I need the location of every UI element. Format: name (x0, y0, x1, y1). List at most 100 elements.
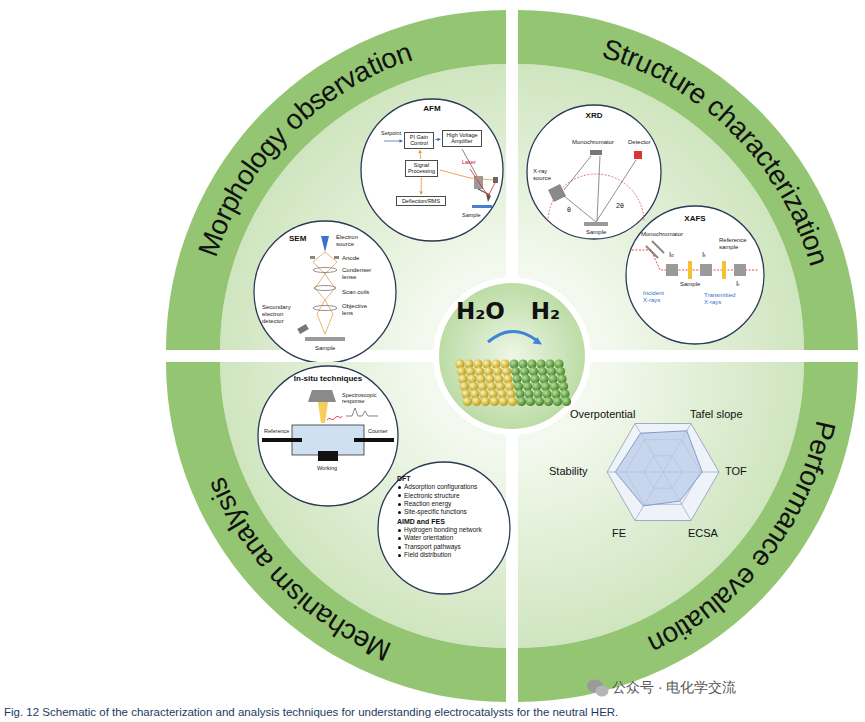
label-box: Reference (264, 428, 289, 434)
technique-circle: In-situ techniques (257, 365, 399, 507)
sem-column (297, 324, 309, 334)
circle-outline (527, 105, 661, 239)
label-box: TOF (725, 465, 747, 478)
connector-line (420, 153, 422, 159)
sem-column (305, 337, 345, 341)
center-circle: H₂OH₂ (432, 276, 592, 436)
process-box: Deflection/RMS (396, 196, 446, 206)
label-box: Monochromator (572, 139, 614, 146)
xafs-schematic (666, 264, 678, 276)
label-box: FE (612, 527, 626, 540)
xrd-label: Detector (628, 139, 651, 146)
radar-axis-label: TOF (725, 465, 747, 478)
label-box: Electron source (336, 234, 366, 248)
connector-line (421, 178, 422, 192)
catalyst-illustration (490, 397, 499, 406)
band-title: Structure characterization (518, 10, 858, 350)
caption-box: Fig. 12 Schematic of the characterizatio… (4, 706, 862, 720)
figure-caption: Fig. 12 Schematic of the characterizatio… (4, 706, 862, 720)
electrode-label: Counter (368, 428, 388, 434)
quadrant-ring (518, 362, 858, 702)
sem-label: Electron source (336, 234, 366, 248)
arrow-head (437, 138, 441, 142)
xrd-schematic (634, 151, 642, 159)
arrow-head (418, 150, 422, 154)
process-box: PI Gain Control (404, 132, 434, 149)
sem-label: Objective lens (342, 303, 372, 317)
radar-chart (607, 472, 719, 473)
circle-outline (257, 365, 399, 507)
xrd-schematic (584, 222, 608, 226)
quadrant-ring (518, 10, 858, 350)
angle-label: θ (567, 206, 571, 214)
label-box: Laser (462, 159, 476, 165)
list-heading: AIMD and FES (397, 517, 511, 526)
circle-title: In-situ techniques (257, 374, 399, 383)
arrow-head (419, 191, 423, 195)
circle-outline (361, 99, 503, 241)
catalyst-illustration (535, 397, 544, 406)
list-item: Water orientation (397, 534, 511, 542)
band-title: Morphology observation (166, 10, 506, 350)
afm-schematic (470, 169, 495, 196)
sem-column (310, 256, 315, 259)
quadrant: Mechanism analysisIn-situ techniquesDFTA… (166, 362, 506, 702)
radar-axis-label: ECSA (688, 527, 718, 540)
box-text: Signal Processing (407, 162, 436, 175)
box-text: Deflection/RMS (398, 198, 444, 204)
list-item: Site-specific functions (397, 508, 511, 516)
radar-axis-label: Stability (549, 465, 588, 478)
process-box: Signal Processing (405, 160, 438, 177)
label-box: Sample (315, 345, 335, 352)
xrd-schematic (596, 160, 636, 222)
afm-schematic (474, 176, 483, 189)
afm-schematic (493, 177, 498, 183)
technique-circle: SEM (253, 220, 397, 364)
list-heading: DFT (397, 474, 511, 483)
catalyst-illustration (481, 397, 490, 406)
connector (435, 138, 441, 142)
label-box: Spectroscopic response (342, 392, 380, 405)
angle-label: 2θ (616, 202, 624, 210)
list-item: Hydrogen bonding network (397, 526, 511, 534)
connector (419, 178, 423, 195)
sem-label: Scan coils (342, 289, 369, 296)
xafs-schematic (652, 241, 664, 253)
in-situ-cell (262, 438, 302, 442)
radar-chart (607, 424, 719, 521)
afm-schematic (384, 139, 498, 208)
catalyst-illustration (508, 397, 517, 406)
list-item: Electronic structure (397, 492, 511, 500)
intensity-label: I₀ (669, 251, 674, 259)
afm-label: Sample (462, 212, 481, 218)
circle-title: XAFS (625, 214, 765, 223)
label-box: Transmitted X-rays (704, 292, 740, 306)
label-box: Reference sample (719, 237, 755, 251)
afm-schematic (486, 194, 491, 202)
electrode-label: Reference (264, 428, 289, 434)
label-box: Sample (680, 281, 700, 288)
list-item: Field distribution (397, 551, 511, 559)
process-box: High Voltage Amplifier (442, 130, 482, 147)
xafs-schematic (632, 250, 758, 270)
quadrant: Structure characterizationXRDXAFS (518, 10, 858, 350)
xrd-label: Sample (586, 229, 606, 236)
xrd-schematic (564, 196, 596, 222)
label-box: Anode (342, 255, 359, 262)
label-box: Counter (368, 428, 388, 434)
afm-label: Setpoint (381, 130, 401, 136)
xrd-schematic (548, 184, 566, 202)
technique-circle: AFMPI Gain ControlHigh Voltage Amplifier… (360, 98, 504, 242)
xafs-label: Monochromator (641, 231, 683, 238)
label-box: θ (567, 206, 571, 214)
afm-schematic (400, 139, 404, 142)
label-box: Sample (586, 229, 606, 236)
sem-column (313, 306, 337, 311)
watermark-icon (587, 680, 609, 697)
catalyst-illustration (553, 397, 562, 406)
xrd-schematic (548, 174, 644, 222)
xafs-label: Incident X-rays (643, 290, 671, 304)
sem-label: Condenser lense (342, 267, 372, 281)
label-box: Detector (628, 139, 651, 146)
radar-chart (635, 424, 691, 521)
